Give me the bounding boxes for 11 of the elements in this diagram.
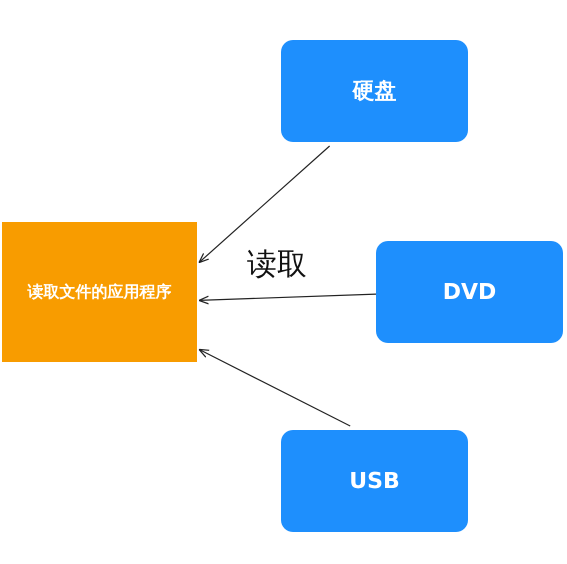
- box-label: 硬盘: [352, 78, 396, 106]
- source-box: [376, 241, 563, 343]
- arrow: [198, 146, 330, 264]
- process-box: [2, 222, 197, 362]
- arrow: [198, 294, 376, 305]
- source-box: [281, 40, 468, 142]
- box-label: 读取文件的应用程序: [28, 282, 172, 302]
- source-box: [281, 430, 468, 532]
- box-label: DVD: [442, 280, 496, 304]
- arrow: [198, 348, 350, 427]
- box-label: USB: [349, 468, 400, 494]
